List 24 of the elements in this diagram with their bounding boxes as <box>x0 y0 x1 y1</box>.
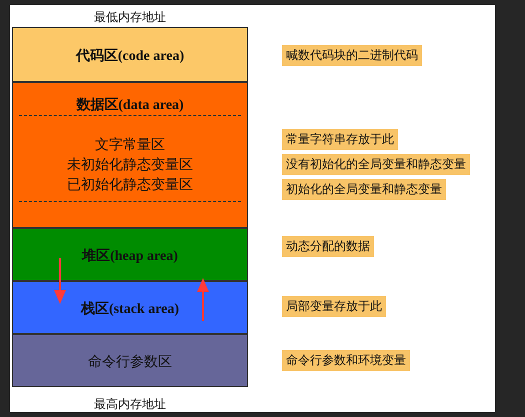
address-label: 最高内存地址 <box>93 396 167 413</box>
address-label: 最低内存地址 <box>93 9 167 26</box>
stack-segment-band <box>12 281 248 334</box>
segment-title: 命令行参数区 <box>87 354 173 370</box>
segment-title: 代码区(code area) <box>74 48 186 64</box>
note-highlight: 初始化的全局变量和静态变量 <box>282 179 446 200</box>
arrow <box>53 258 67 304</box>
note-highlight: 没有初始化的全局变量和静态变量 <box>282 154 470 175</box>
segment-title: 数据区(data area) <box>75 96 185 114</box>
command-line-args-band <box>12 334 248 387</box>
note-highlight: 喊数代码块的二进制代码 <box>282 45 422 66</box>
segment-title: 栈区(stack area) <box>80 300 180 318</box>
note-highlight: 常量字符串存放于此 <box>282 129 398 150</box>
data-segment-band <box>12 82 248 228</box>
note-highlight: 局部变量存放于此 <box>282 296 386 317</box>
note-highlight: 命令行参数和环境变量 <box>282 350 410 371</box>
segment-text: 已初始化静态变量区 <box>66 176 194 194</box>
arrow <box>196 278 210 321</box>
code-segment-band <box>12 27 248 82</box>
segment-text: 文字常量区 <box>94 136 166 154</box>
note-highlight: 动态分配的数据 <box>282 236 374 257</box>
segment-title: 堆区(heap area) <box>80 247 179 264</box>
segment-text: 未初始化静态变量区 <box>66 156 194 174</box>
heap-segment-band <box>12 228 248 281</box>
